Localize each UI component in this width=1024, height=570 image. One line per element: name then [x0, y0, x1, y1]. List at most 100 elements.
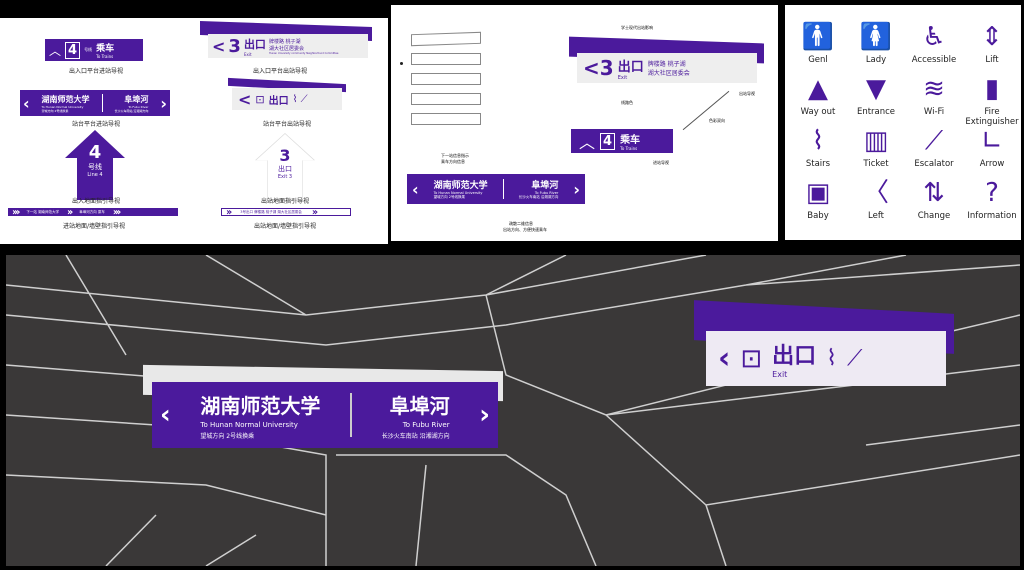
direction-left-en: To Hunan Normal University [433, 191, 483, 195]
direction-left-sub: 望城方向 2号线换乘 [200, 433, 255, 440]
direction-right-cn: 阜埠河 [531, 181, 559, 191]
icon-way-out: ▲Way out [789, 71, 847, 123]
direction-left-cn: 湖南师范大学 [200, 394, 321, 418]
floor-arrow-line4: 4 号线 Line 4 [65, 130, 125, 200]
change-icon: ⇅ [923, 178, 945, 208]
exit-destination: 湖大社区居委会 [268, 45, 304, 52]
icon-label: Left [868, 211, 884, 221]
icon-label: Arrow [979, 159, 1005, 169]
left-icon: 〈 [862, 178, 889, 208]
direction-right-sub: 长沙火车南站 沿湘湖方向 [381, 433, 450, 440]
direction-left-cn: 湖南师范大学 [433, 181, 488, 191]
icon-label: Genl [808, 55, 828, 65]
trains-en: To Trains [96, 54, 114, 59]
wayfinding-strip-in: ›››下一站 湖南师范大学››阜埠河方向 乘车››› [8, 207, 178, 218]
wayfinding-strip-out: ››3号出口 牌楼路 桃子湖 湖大社区居委会›› [221, 207, 351, 218]
line-number: 4 [65, 41, 81, 59]
icon-label: Fire Extinguisher [965, 107, 1019, 127]
way-out-icon: ▲ [808, 74, 828, 104]
line-number: 4 [88, 142, 102, 163]
exit-number: 3 [228, 35, 241, 57]
exit-destination: 牌楼路 桃子湖 [647, 61, 686, 68]
icon-information: ?Information [963, 175, 1021, 227]
strip-text: 3号出口 牌楼路 桃子湖 湖大社区居委会 [240, 209, 302, 214]
caption: 进站地面/墙壁指引导视 [62, 223, 126, 230]
exit-cn: 出口 [243, 37, 266, 51]
icon-label: Lady [865, 55, 887, 65]
annotation: 出站导视 [739, 91, 755, 96]
caption: 出入口平台进站导视 [68, 68, 123, 75]
direction-right-en: To Fubu River [534, 191, 559, 195]
annotation: 下一站信息指示 [441, 153, 469, 158]
annotation: 乘车方向信息 [441, 159, 465, 164]
annotation: 出站方向、方便快速乘车 [503, 227, 547, 232]
escalator-icon: ⟋ [924, 126, 944, 156]
icon-escalator: ⟋Escalator [905, 123, 963, 175]
icon-accessible: ♿Accessible [905, 19, 963, 71]
annotation: 进站导视 [653, 160, 669, 165]
baby-icon: ▣ [805, 178, 831, 208]
caption: 出站地面/墙壁指引导视 [253, 223, 317, 230]
accessible-icon: ♿ [922, 22, 946, 52]
exit-destination: 湖大社区居委会 [647, 70, 690, 77]
exit-cn: 出口 [617, 59, 644, 75]
direction-right-en: To Fubu River [402, 421, 450, 429]
icon-fire-extinguisher: ▮ Fire Extinguisher [963, 71, 1021, 127]
floor-arrow-exit3: 3 出口 Exit 3 [255, 133, 315, 201]
caption: 站台平台出站导视 [262, 121, 311, 128]
icon-label: Lift [985, 55, 999, 65]
icon-left: 〈 Left [847, 175, 905, 227]
icon-lady: 🚺 Lady [847, 19, 905, 71]
icon-baby: ▣Baby [789, 175, 847, 227]
icon-label: Ticket [863, 159, 889, 169]
icon-label: Wi-Fi [923, 107, 945, 117]
lady-icon: 🚺 [859, 22, 893, 52]
direction-right-cn: 阜埠河 [124, 94, 149, 104]
exit-en: Exit [772, 370, 788, 379]
direction-left-en: To Hunan Normal University [41, 104, 84, 109]
trains-cn: 乘车 [620, 135, 641, 146]
line-cn: 号线 [88, 163, 102, 171]
exit-destination: 牌楼路 桃子湖 [268, 38, 301, 45]
exit-cn: 出口 [268, 95, 289, 107]
icon-label: Stairs [805, 159, 831, 169]
information-icon: ? [985, 178, 999, 208]
fire-extinguisher-icon: ▮ [984, 74, 1000, 104]
direction-left-en: To Hunan Normal University [200, 421, 298, 429]
caption: 站台平台进站导视 [71, 121, 120, 128]
icon-arrow: ∟Arrow [963, 123, 1021, 175]
exit-cn: 出口 [772, 344, 817, 369]
icon-lift: ⇕Lift [963, 19, 1021, 71]
stairs-icon: ⌇ [826, 346, 837, 371]
stairs-icon: ⌇ [811, 126, 825, 156]
direction-right-sub: 长沙火车南站 沿湘湖方向 [114, 108, 149, 113]
trains-cn: 乘车 [96, 44, 115, 54]
icon-set-panel: 🚹Genl🚺Lady♿Accessible⇕Lift▲Way out▼Entra… [785, 5, 1021, 240]
direction-right-sub: 长沙火车南站 沿湘湖方向 [518, 195, 559, 199]
wi-fi-icon: ≋ [923, 74, 945, 104]
exit-en: Exit [243, 51, 252, 57]
strip-text: 下一站 湖南师范大学 [26, 209, 59, 214]
annotation: 学士现代出站影响 [621, 25, 653, 30]
caption: 出入地面指引导视 [71, 198, 120, 205]
icon-wi-fi: ≋ Wi-Fi [905, 71, 963, 123]
icon-stairs: ⌇ Stairs [789, 123, 847, 175]
escalator-icon: ⟋ [846, 346, 863, 371]
strip-text: 阜埠河方向 乘车 [79, 209, 105, 214]
icon-genl: 🚹Genl [789, 19, 847, 71]
exit-number: 3 [279, 146, 291, 165]
annotation: 线路色 [621, 100, 633, 105]
exit-destination-en: Hunan University community Neighborhood … [268, 51, 339, 55]
ticket-icon: ▥ [863, 126, 889, 156]
direction-right-en: To Fubu River [128, 104, 149, 109]
line-label: 号线 [84, 47, 93, 52]
